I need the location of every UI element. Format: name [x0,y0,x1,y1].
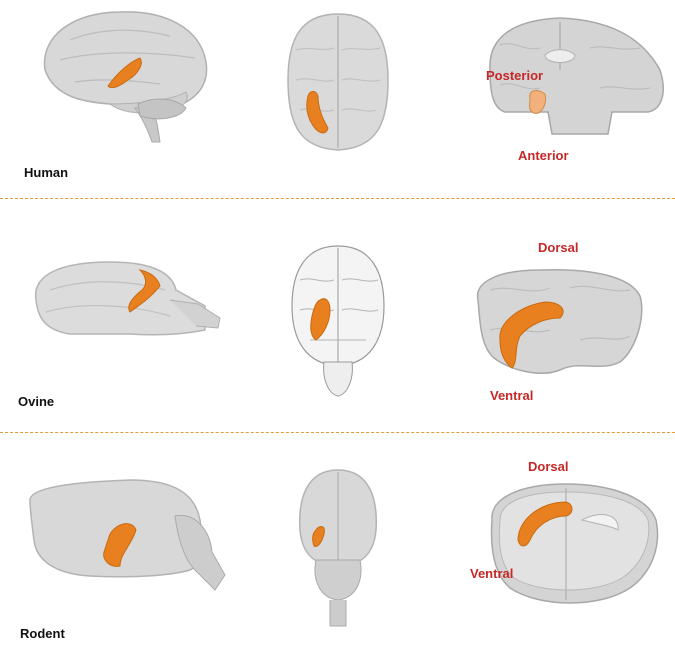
human-dorsal-brain [287,13,389,151]
direction-label-dorsal-rodent: Dorsal [528,459,569,474]
ovine-lateral-brain [34,261,221,336]
rodent-lateral-brain [29,479,226,591]
rodent-dorsal-brain [298,469,378,627]
direction-label-posterior: Posterior [486,68,544,83]
ovine-coronal-section [476,268,643,374]
species-label-human: Human [24,165,69,180]
direction-label-ventral-ovine: Ventral [490,388,534,403]
direction-label-anterior: Anterior [518,148,569,163]
row-divider-1 [0,198,675,199]
direction-label-dorsal-ovine: Dorsal [538,240,579,255]
row-divider-2 [0,432,675,433]
species-label-ovine: Ovine [18,394,55,409]
human-coronal-section [489,17,664,135]
direction-label-ventral-rodent: Ventral [470,566,514,581]
ovine-dorsal-brain [291,245,385,397]
rodent-coronal-section [490,483,659,604]
species-label-rodent: Rodent [20,626,65,641]
human-lateral-brain [43,11,208,143]
